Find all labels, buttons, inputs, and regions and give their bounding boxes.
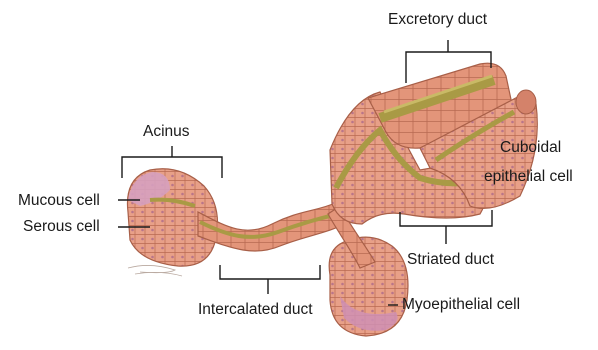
label-cuboidal-line1: Cuboidal xyxy=(500,140,561,156)
label-acinus: Acinus xyxy=(143,124,190,140)
label-serous-cell: Serous cell xyxy=(23,219,100,235)
intercalated-duct-shape xyxy=(198,202,350,251)
label-mucous-cell: Mucous cell xyxy=(18,193,100,209)
label-cuboidal-line2: epithelial cell xyxy=(484,169,573,185)
label-myoepithelial-cell: Myoepithelial cell xyxy=(402,297,520,313)
label-excretory-duct: Excretory duct xyxy=(388,12,487,28)
label-striated-duct: Striated duct xyxy=(407,252,494,268)
sketch-marks xyxy=(128,265,182,276)
label-intercalated-duct: Intercalated duct xyxy=(198,302,313,318)
intercalated-duct-bracket xyxy=(220,265,320,279)
